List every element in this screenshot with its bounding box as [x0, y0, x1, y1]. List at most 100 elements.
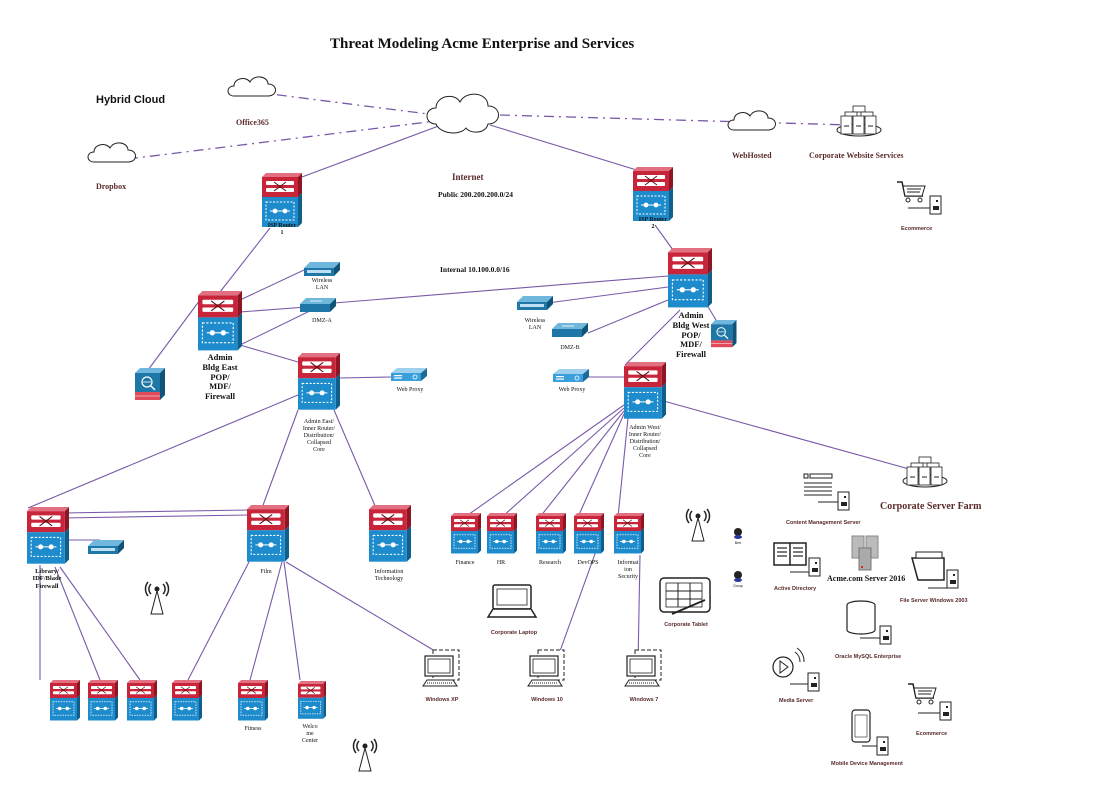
it-label: Information Technology: [374, 569, 404, 582]
library-sub-router-2-icon: [87, 679, 119, 721]
acme-server-label: Acme.com Server 2016: [827, 574, 906, 583]
user-avatar-2-icon: [734, 571, 742, 582]
internet-label: Internet: [452, 172, 484, 182]
corporate-website-label: Corporate Website Services: [809, 151, 904, 160]
devops-router-icon: [573, 512, 605, 554]
fitness-router-icon: [237, 679, 269, 721]
public-network-label: Public 200.200.200.0/24: [438, 190, 514, 199]
west-core-label: Admin West/ Inner Router/ Distribution/ …: [628, 425, 662, 459]
cms-label: Content Management Server: [786, 520, 861, 526]
active-directory-label: Active Directory: [774, 586, 817, 592]
user-avatar-1-icon: [734, 528, 742, 539]
admin-west-label: Admin Bldg West POP/ MDF/ Firewall: [672, 310, 710, 360]
windows-xp-pc-icon: [422, 649, 460, 687]
cms-doc-icon: [803, 473, 838, 503]
wireless-tower-3-icon: [685, 508, 711, 542]
ecommerce-cart-icon: [907, 683, 937, 705]
web-ecommerce-server-icon: [929, 195, 942, 215]
isp-router-2-label: ISP Router 2: [638, 217, 668, 230]
film-router-icon: [246, 504, 290, 563]
user-1-label: Bert: [734, 541, 742, 545]
wireless-lan-west-icon: [517, 296, 553, 310]
oracle-database-icon: [846, 600, 880, 639]
infosec-router-icon: [613, 512, 645, 554]
welcome-center-label: Welco me Center: [302, 724, 318, 744]
east-core-router-icon: [297, 352, 341, 411]
library-sub-router-3-icon: [126, 679, 158, 721]
library-sub-router-1-icon: [49, 679, 81, 721]
wireless-tower-1-icon: [144, 581, 170, 615]
library-router-icon: [26, 506, 70, 565]
oracle-server-icon: [879, 625, 892, 645]
wireless-lan-east-icon: [304, 262, 340, 276]
hr-label: HR: [496, 560, 506, 566]
dmz-a-switch-icon: [299, 297, 337, 313]
research-label: Research: [539, 560, 561, 566]
webhosted-cloud-icon: [727, 110, 776, 131]
active-directory-server-icon: [808, 557, 821, 577]
media-server-play-icon: [772, 647, 808, 685]
admin-east-router-icon: [197, 290, 243, 351]
windows-10-pc-icon: [527, 649, 565, 687]
mdm-server-icon: [876, 736, 889, 756]
wlan-east-label: Wireless LAN: [311, 278, 333, 291]
acme-server-cluster-icon: [851, 535, 879, 571]
corporate-laptop-label: Corporate Laptop: [490, 630, 538, 636]
windows-xp-label: Windows XP: [425, 697, 459, 703]
firewall-west-icon: [710, 319, 738, 348]
film-label: Film: [260, 569, 272, 575]
corporate-website-serverfarm-icon: [836, 105, 882, 137]
isp-router-1-label: ISP Router 1: [267, 223, 297, 236]
link-dropbox-internet: [127, 117, 461, 160]
east-core-label: Admin East/ Inner Router/ Distribution/ …: [302, 419, 336, 453]
dmz-b-switch-icon: [551, 322, 589, 338]
it-router-icon: [368, 504, 412, 563]
internal-network-label: Internal 10.100.0.0/16: [440, 265, 510, 274]
web-proxy-west-label: Web Proxy: [558, 387, 586, 393]
corporate-tablet-icon: [659, 577, 711, 615]
oracle-label: Oracle MySQL Enterprise: [835, 654, 902, 660]
media-server-label: Media Server: [779, 698, 814, 704]
windows-10-label: Windows 10: [531, 697, 563, 703]
web-proxy-east-label: Web Proxy: [396, 387, 424, 393]
windows-7-label: Windows 7: [629, 697, 659, 703]
mobile-device-phone-icon: [851, 709, 878, 747]
windows-7-pc-icon: [624, 649, 662, 687]
file-server-icon: [946, 569, 959, 589]
internet-cloud-icon: [426, 93, 499, 134]
dmz-b-label: DMZ-B: [560, 345, 580, 351]
finance-label: Finance: [455, 560, 475, 566]
ecommerce-label: Ecommerce: [916, 731, 948, 737]
fitness-label: Fitness: [244, 726, 262, 732]
corporate-tablet-label: Corporate Tablet: [664, 622, 708, 628]
hr-router-icon: [486, 512, 518, 554]
finance-router-icon: [450, 512, 482, 554]
library-label: Library/ IDF/Blade Firewall: [32, 568, 62, 590]
user-2-label: Group: [733, 584, 743, 588]
film-sub-router-icon: [171, 679, 203, 721]
web-proxy-west-icon: [552, 368, 590, 383]
diagram-title: Threat Modeling Acme Enterprise and Serv…: [330, 36, 635, 52]
media-server-icon: [807, 672, 820, 692]
webhosted-label: WebHosted: [732, 151, 772, 160]
link-office365-internet: [254, 91, 461, 119]
cms-server-icon: [837, 491, 850, 511]
dmz-a-label: DMZ-A: [312, 318, 332, 324]
web-ecommerce-label: Ecommerce: [901, 226, 933, 232]
firewall-east-icon: [134, 367, 166, 401]
wlan-west-label: Wireless LAN: [524, 318, 546, 331]
active-directory-book-icon: [773, 542, 809, 573]
admin-west-router-icon: [667, 247, 713, 308]
west-core-router-icon: [623, 361, 667, 420]
server-farm-title: Corporate Server Farm: [880, 501, 982, 512]
ecommerce-server-icon: [939, 701, 952, 721]
file-server-label: File Server Windows 2003: [900, 598, 968, 604]
web-proxy-east-icon: [390, 367, 428, 382]
mdm-label: Mobile Device Management: [831, 761, 903, 767]
corporate-laptop-icon: [486, 584, 538, 618]
office365-label: Office365: [236, 118, 269, 127]
file-server-folder-icon: [911, 551, 947, 589]
welcome-center-router-icon: [297, 680, 327, 720]
isp-router-1-icon: [261, 172, 303, 228]
